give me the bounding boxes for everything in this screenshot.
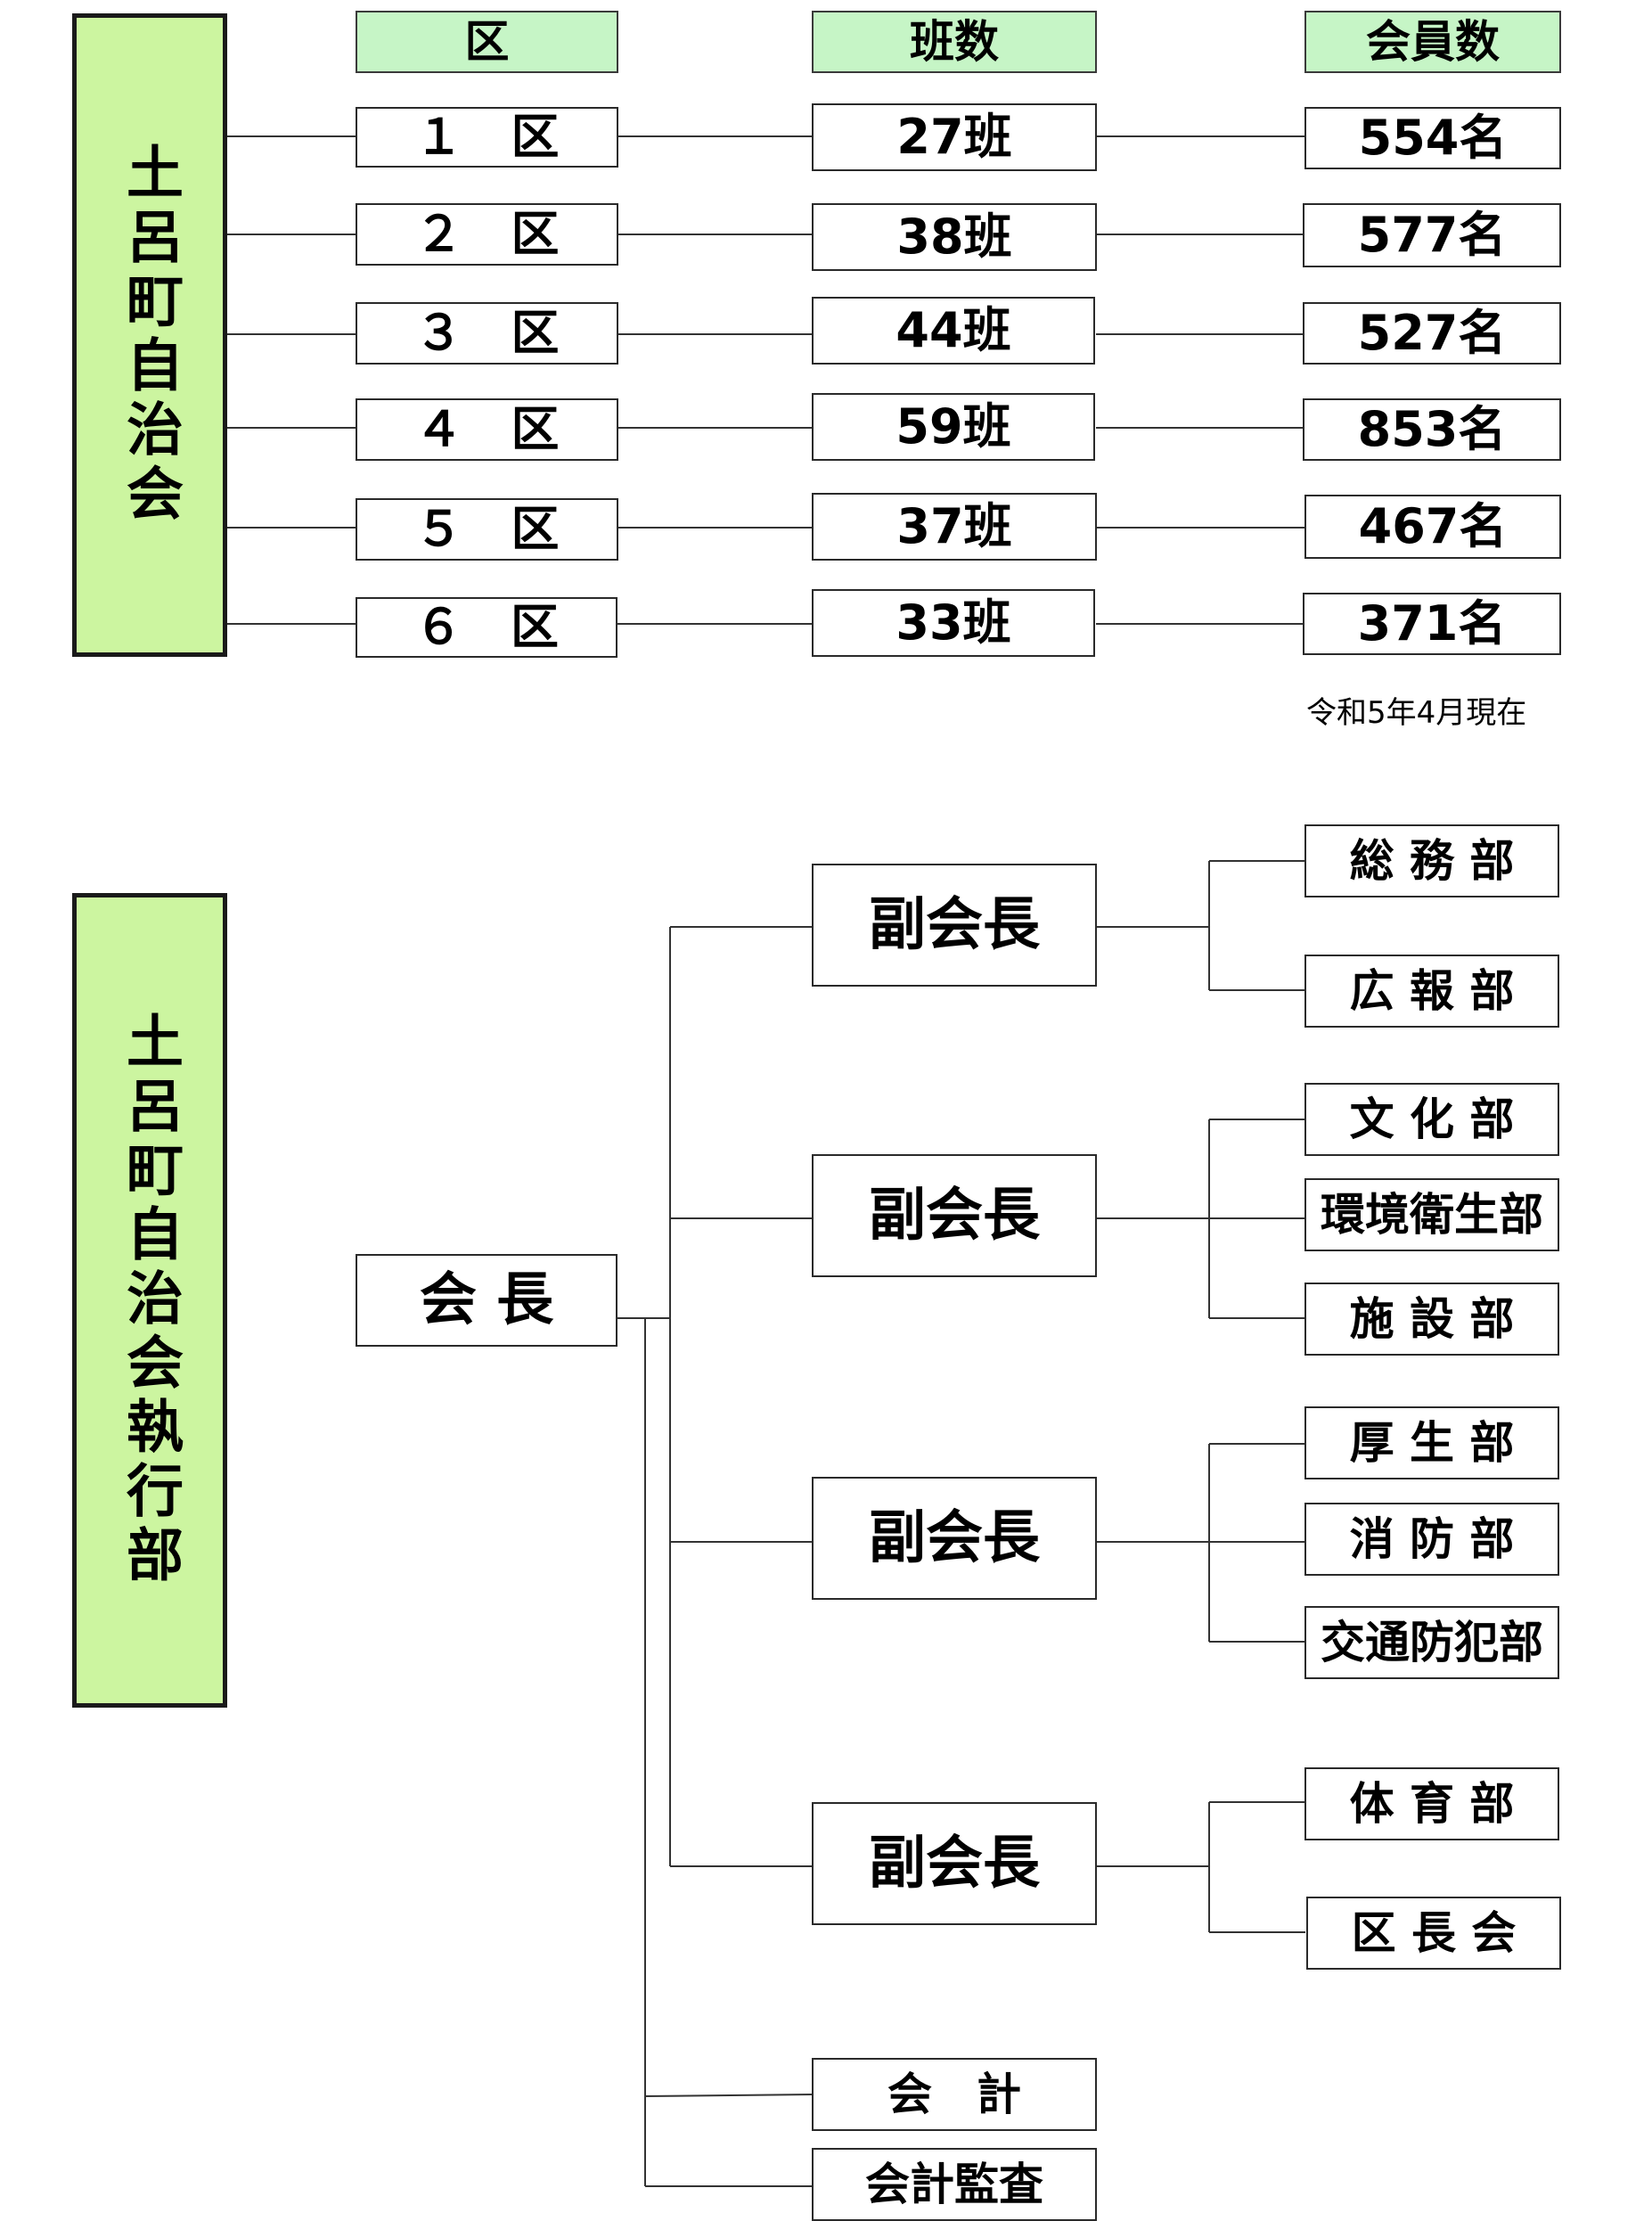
header-groups: 班数 bbox=[812, 11, 1097, 73]
department-box: 環境衛生部 bbox=[1304, 1178, 1559, 1251]
members-cell: 577名 bbox=[1303, 203, 1561, 267]
vice-chair-box: 副会長 bbox=[812, 864, 1097, 987]
auditor-box: 会計監査 bbox=[812, 2148, 1097, 2221]
executive-title: 土呂町自治会執行部 bbox=[117, 1012, 183, 1589]
groups-cell: 27班 bbox=[812, 103, 1097, 171]
ward-cell: ５ 区 bbox=[356, 498, 618, 561]
groups-cell: 37班 bbox=[812, 493, 1097, 561]
ward-cell: ３ 区 bbox=[356, 302, 618, 365]
ward-cell: １ 区 bbox=[356, 107, 618, 168]
chair-box: 会 長 bbox=[356, 1254, 617, 1347]
ward-cell: ６ 区 bbox=[356, 597, 617, 658]
department-box: 文 化 部 bbox=[1304, 1083, 1559, 1156]
groups-cell: 38班 bbox=[812, 203, 1097, 271]
department-box: 交通防犯部 bbox=[1304, 1606, 1559, 1679]
ward-cell: ４ 区 bbox=[356, 398, 618, 461]
ward-cell: ２ 区 bbox=[356, 203, 618, 266]
association-title: 土呂町自治会 bbox=[117, 143, 183, 528]
association-title-box: 土呂町自治会 bbox=[72, 13, 227, 657]
department-box: 区 長 会 bbox=[1306, 1897, 1561, 1970]
department-box: 総 務 部 bbox=[1304, 824, 1559, 897]
department-box: 厚 生 部 bbox=[1304, 1406, 1559, 1479]
header-ward: 区 bbox=[356, 11, 618, 73]
groups-cell: 44班 bbox=[812, 297, 1095, 365]
members-cell: 527名 bbox=[1303, 302, 1561, 365]
members-cell: 371名 bbox=[1303, 593, 1561, 655]
vice-chair-box: 副会長 bbox=[812, 1477, 1097, 1600]
members-cell: 467名 bbox=[1304, 495, 1561, 559]
executive-title-box: 土呂町自治会執行部 bbox=[72, 893, 227, 1708]
department-box: 広 報 部 bbox=[1304, 955, 1559, 1028]
vice-chair-box: 副会長 bbox=[812, 1802, 1097, 1925]
vice-chair-box: 副会長 bbox=[812, 1154, 1097, 1277]
as-of-date: 令和5年4月現在 bbox=[1306, 695, 1527, 731]
department-box: 体 育 部 bbox=[1304, 1767, 1559, 1840]
members-cell: 554名 bbox=[1304, 107, 1561, 169]
members-cell: 853名 bbox=[1303, 398, 1561, 461]
groups-cell: 59班 bbox=[812, 393, 1095, 461]
department-box: 施 設 部 bbox=[1304, 1283, 1559, 1356]
header-members: 会員数 bbox=[1304, 11, 1561, 73]
treasurer-box: 会 計 bbox=[812, 2058, 1097, 2131]
department-box: 消 防 部 bbox=[1304, 1503, 1559, 1576]
groups-cell: 33班 bbox=[812, 589, 1095, 657]
